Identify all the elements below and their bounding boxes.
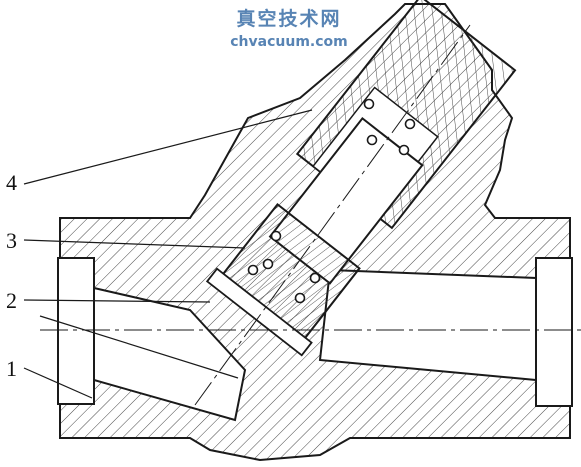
watermark-url: chvacuum.com (230, 34, 348, 50)
leader-3 (23, 239, 246, 249)
callout-2: 2 (6, 288, 17, 313)
outlet-passage (318, 268, 537, 382)
seat-ring (205, 267, 313, 357)
callout-1: 1 (6, 356, 17, 381)
leader-2b (39, 315, 239, 379)
inlet-passage (93, 286, 247, 422)
inclined-centerline (194, 24, 471, 406)
callout-3: 3 (6, 228, 17, 253)
right-port-recess (535, 257, 573, 407)
callout-4: 4 (6, 170, 17, 195)
lower-seal-group (247, 230, 321, 304)
leader-1 (23, 367, 93, 399)
leader-2 (23, 299, 211, 303)
upper-seal-group (363, 98, 416, 156)
watermark-site-name: 真空技术网 (236, 8, 342, 30)
leader-4 (23, 109, 313, 185)
